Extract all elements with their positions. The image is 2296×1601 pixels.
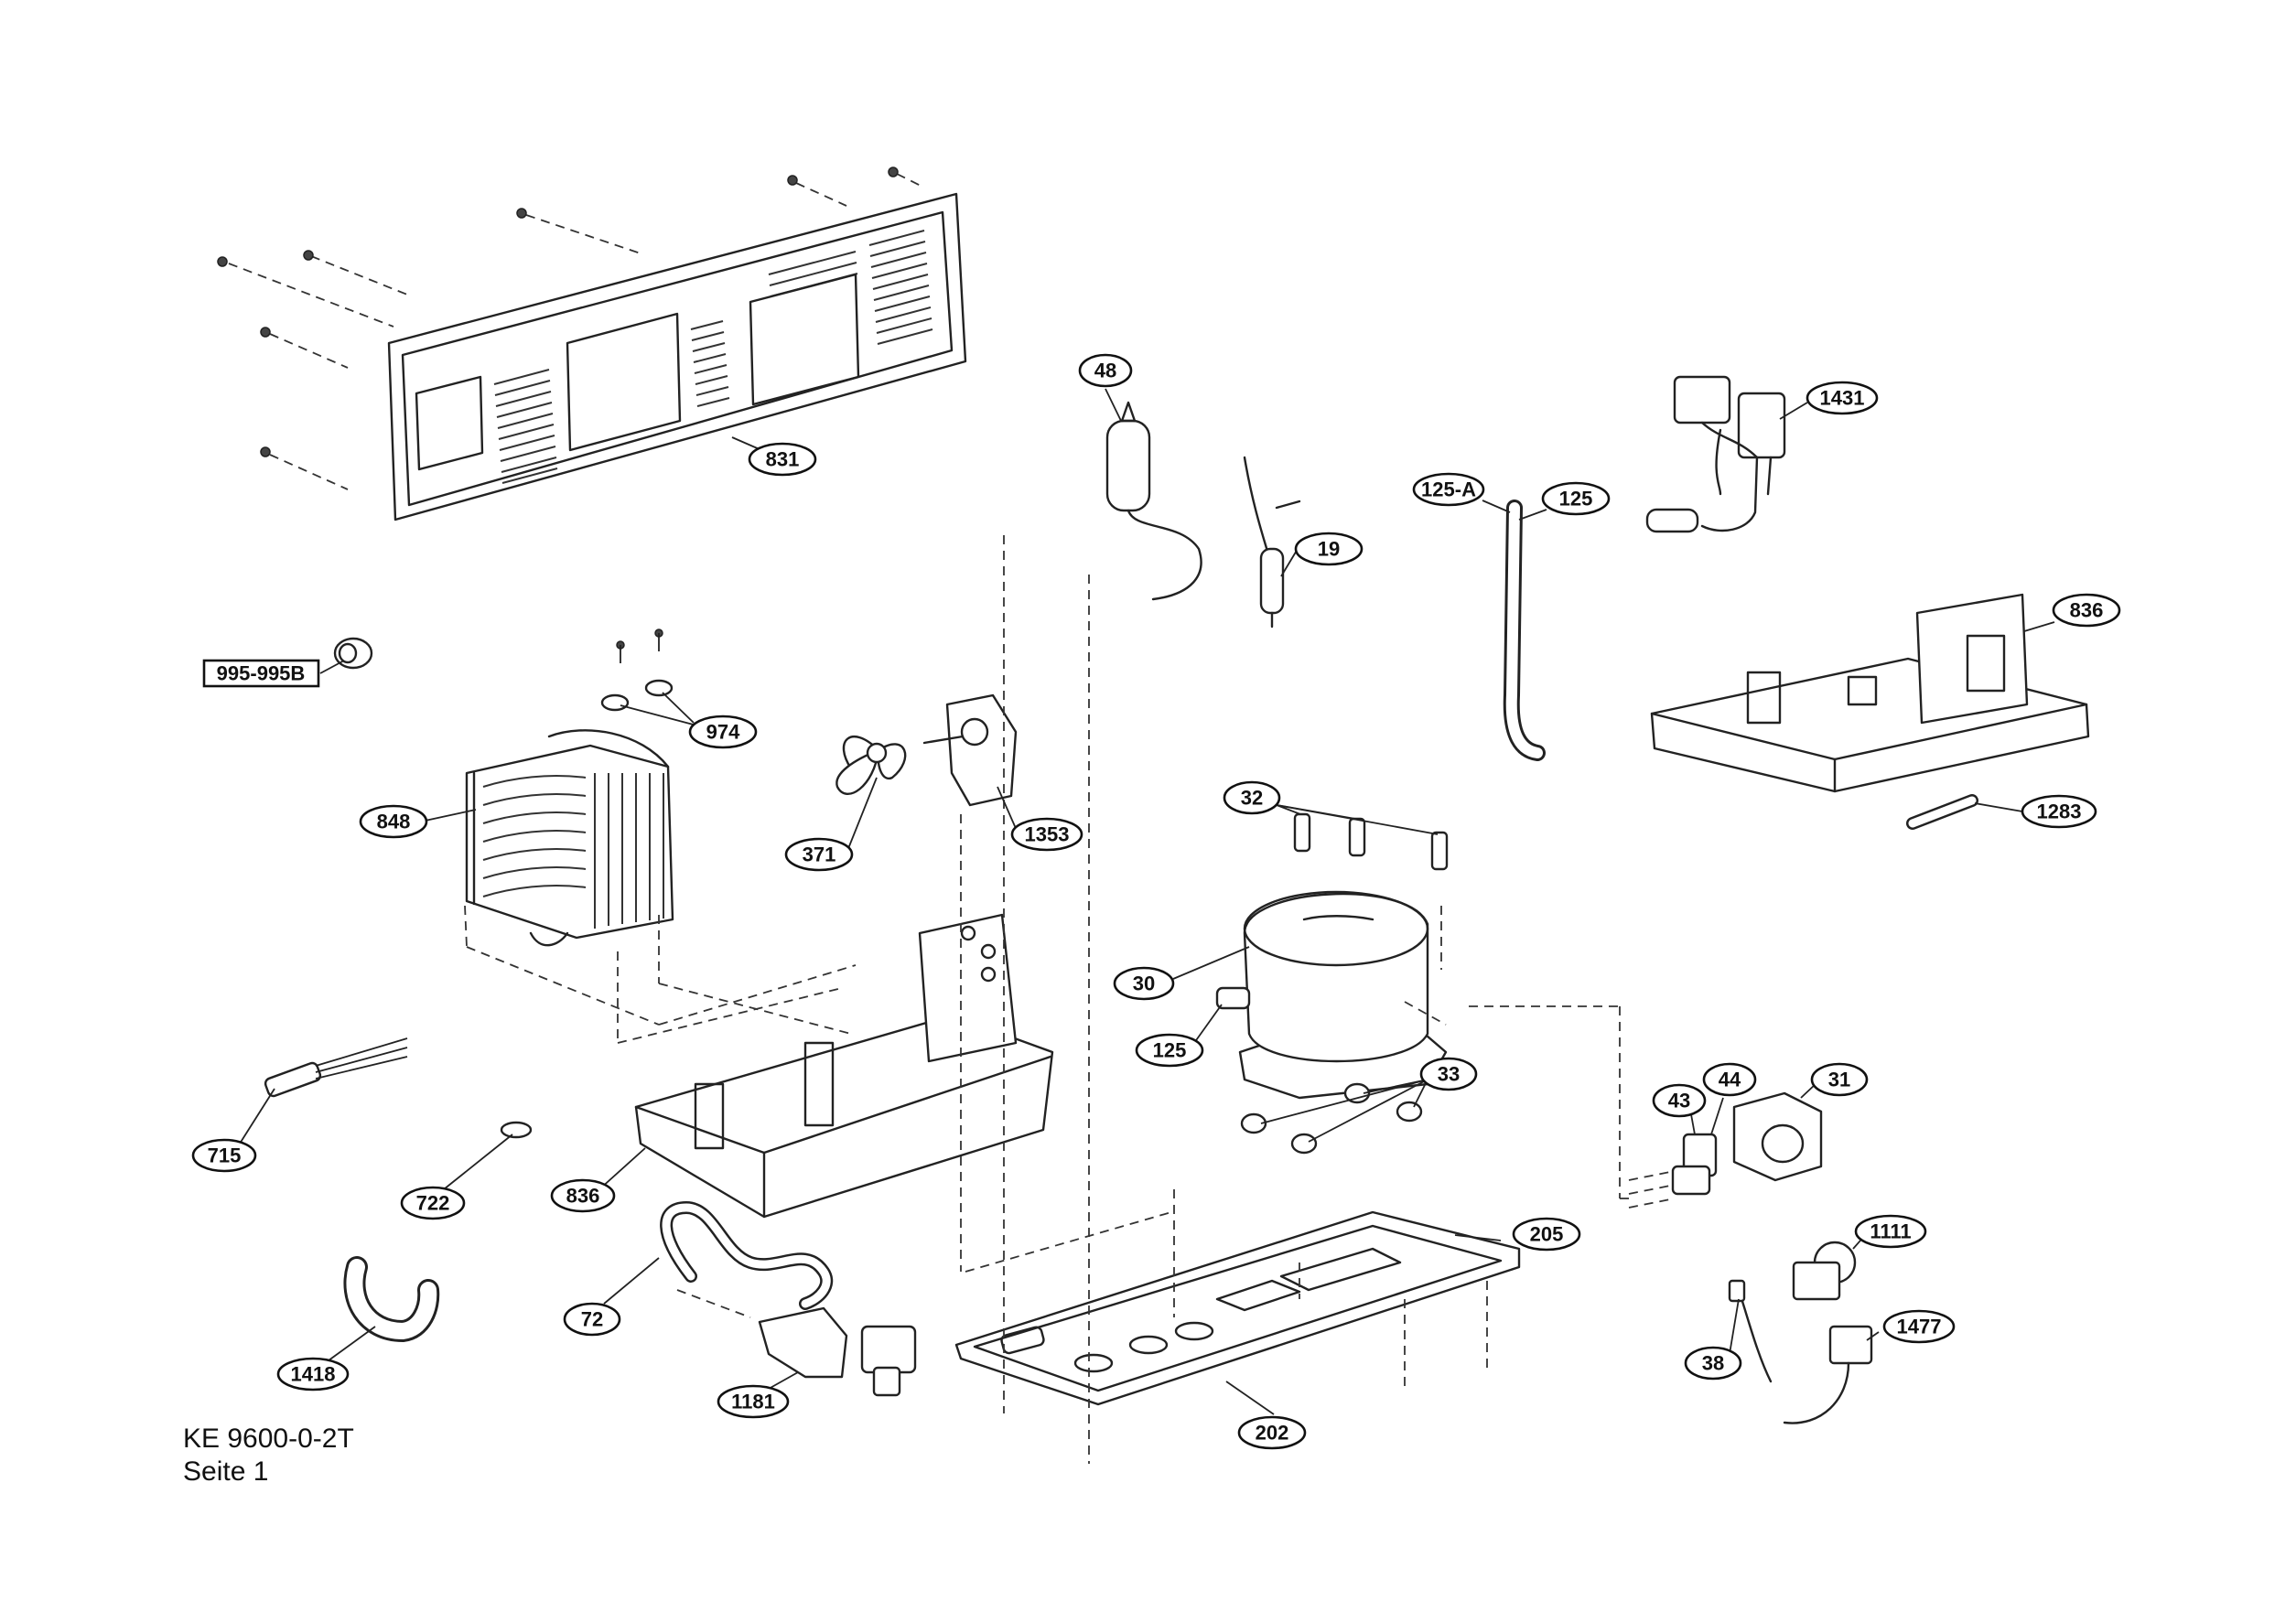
base-plate-202 [954,1210,1521,1406]
page-label: Seite 1 [183,1456,269,1487]
callout-19: 19 [1294,532,1364,566]
fan-motor-1353 [922,693,1018,807]
callout-label-43: 43 [1668,1090,1690,1112]
callout-label-1283: 1283 [2037,800,2082,823]
callout-125a: 125-A [1412,472,1485,507]
callout-1353: 1353 [1010,817,1083,852]
callout-831: 831 [748,442,817,477]
callout-label-44: 44 [1719,1069,1741,1091]
switch-group-1111-1477-38 [1728,1241,1873,1424]
assembly-lines [464,535,1629,1464]
tube-125 [1503,500,1546,761]
callout-32: 32 [1223,780,1281,815]
grommets-33 [1240,1082,1423,1155]
callout-label-38: 38 [1702,1352,1724,1375]
callout-label-836-left: 836 [566,1185,600,1208]
plug-995 [333,637,373,670]
callout-848: 848 [359,804,428,839]
callout-715: 715 [191,1138,257,1173]
callout-label-31: 31 [1828,1069,1850,1091]
spacers-32 [1293,812,1449,871]
model-number: KE 9600-0-2T [183,1424,354,1454]
callout-125-comp: 125 [1135,1033,1204,1068]
callout-label-371: 371 [803,843,836,866]
hose-1418 [343,1256,440,1343]
callout-1431: 1431 [1806,381,1879,415]
callout-label-1418: 1418 [291,1363,336,1386]
rod-1283 [1906,794,1978,830]
callout-label-125-comp: 125 [1153,1039,1187,1062]
wiring-1431 [1645,375,1786,533]
callout-48: 48 [1078,353,1133,388]
callout-38: 38 [1684,1346,1742,1381]
relay-group-31-43-44 [1628,1091,1823,1209]
valve-1181 [676,1289,917,1397]
evaporator-848 [465,729,674,947]
callout-label-1111: 1111 [1870,1220,1911,1243]
callout-722: 722 [400,1186,466,1220]
callout-label-848: 848 [377,811,411,833]
callout-836-right: 836 [2052,593,2121,628]
callout-label-33: 33 [1438,1063,1460,1086]
clips-974 [600,629,674,712]
callout-31: 31 [1810,1062,1869,1097]
callout-836-left: 836 [550,1178,616,1213]
callout-label-722: 722 [416,1192,450,1215]
callout-30: 30 [1113,966,1175,1001]
callout-1181: 1181 [717,1384,790,1419]
callout-label-1431: 1431 [1820,387,1865,410]
callout-43: 43 [1652,1083,1707,1118]
part-722 [500,1121,533,1139]
callout-72: 72 [563,1302,621,1337]
callout-1418: 1418 [276,1357,350,1391]
callout-label-32: 32 [1241,787,1263,810]
callouts: 831 995-995B 974 848 371 1353 48 19 125-… [191,353,2121,1450]
panel-screws [217,167,925,490]
callout-label-48: 48 [1094,360,1116,382]
callout-label-72: 72 [581,1308,603,1331]
callout-125-tube: 125 [1541,481,1611,516]
callout-label-30: 30 [1133,972,1155,995]
callout-label-831: 831 [766,448,800,471]
callout-label-125-tube: 125 [1559,488,1593,510]
callout-371: 371 [784,837,854,872]
probe-19 [1243,456,1301,629]
heater-715 [264,1037,408,1098]
callout-1283: 1283 [2021,794,2097,829]
callout-label-995: 995-995B [217,662,306,685]
callout-label-1181: 1181 [731,1391,775,1413]
callout-33: 33 [1419,1057,1478,1091]
callout-1111: 1111 [1854,1214,1927,1249]
callout-label-836-right: 836 [2070,599,2104,622]
housing-836-left [634,913,1054,1219]
callout-205: 205 [1512,1217,1581,1252]
housing-836-right [1650,593,2090,793]
callout-995: 995-995B [202,659,320,688]
capacitor-48 [1105,401,1202,601]
callout-label-1353: 1353 [1025,823,1070,846]
callout-label-974: 974 [706,721,740,744]
callout-974: 974 [688,715,758,749]
compressor-30 [1215,890,1448,1100]
hose-72 [660,1200,834,1310]
callout-44: 44 [1702,1062,1757,1097]
callout-label-202: 202 [1256,1422,1289,1445]
fan-blade-371 [835,735,907,795]
callout-label-205: 205 [1530,1223,1564,1246]
back-panel-831 [387,192,967,521]
callout-label-715: 715 [208,1144,242,1167]
callout-label-125a: 125-A [1421,478,1476,501]
callout-202: 202 [1237,1415,1307,1450]
callout-1477: 1477 [1882,1309,1956,1344]
callout-label-1477: 1477 [1897,1316,1942,1338]
callout-label-19: 19 [1318,538,1340,561]
